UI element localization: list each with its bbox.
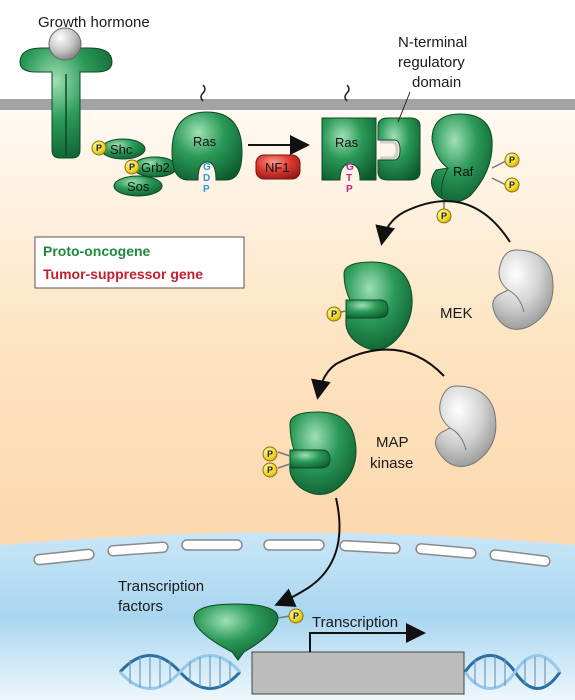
legend-proto-oncogene: Proto-oncogene bbox=[43, 243, 151, 259]
sos-label: Sos bbox=[127, 179, 150, 194]
transcription-label: Transcription bbox=[312, 614, 398, 631]
legend-box bbox=[34, 236, 245, 289]
raf-to-mek-arrow bbox=[375, 200, 511, 246]
gdp-letter-d: D bbox=[203, 173, 210, 184]
grb2-label: Grb2 bbox=[141, 160, 170, 175]
ras-right-label: Ras bbox=[335, 135, 359, 150]
raf-kinase bbox=[431, 113, 493, 203]
phosphate-group: P bbox=[504, 152, 520, 168]
mek-protein bbox=[343, 261, 413, 351]
raf-n-terminal-domain bbox=[377, 117, 421, 181]
ras-left-label: Ras bbox=[193, 134, 217, 149]
mek-label: MEK bbox=[440, 305, 473, 322]
ras-lipid-anchor bbox=[200, 84, 206, 102]
transcription-factor-protein bbox=[193, 603, 279, 661]
map-kinase-protein bbox=[289, 411, 357, 495]
ras-gtp-lipid-anchor bbox=[344, 84, 350, 102]
nf1-protein bbox=[255, 154, 301, 180]
plasma-membrane bbox=[0, 99, 575, 110]
phosphate-group: P bbox=[262, 462, 278, 478]
phosphate-group: P bbox=[124, 159, 140, 175]
legend-tumor-suppressor: Tumor-suppressor gene bbox=[43, 266, 203, 282]
transcription-start-arrow bbox=[309, 623, 426, 652]
svg-text:P: P bbox=[293, 611, 299, 621]
transcription-factors-label-line1: Transcription bbox=[118, 578, 204, 595]
gdp-letter-p: P bbox=[203, 184, 210, 195]
mek-to-map-kinase-arrow bbox=[311, 348, 445, 400]
gene-promoter-region bbox=[251, 651, 465, 695]
phosphate-group: P bbox=[288, 608, 304, 624]
n-terminal-label-line3: domain bbox=[412, 74, 461, 91]
growth-hormone-label: Growth hormone bbox=[38, 14, 150, 31]
phosphate-group: P bbox=[326, 306, 342, 322]
svg-text:P: P bbox=[267, 465, 273, 475]
ras-gdp-protein bbox=[171, 111, 243, 181]
phosphate-group: P bbox=[436, 208, 452, 224]
sos-protein bbox=[113, 175, 163, 197]
inactive-map-kinase bbox=[435, 385, 497, 467]
growth-hormone-ligand bbox=[48, 27, 82, 61]
phosphate-group: P bbox=[91, 140, 107, 156]
map-kinase-label-line2: kinase bbox=[370, 455, 413, 472]
n-terminal-label-line1: N-terminal bbox=[398, 34, 467, 51]
growth-hormone-receptor bbox=[19, 47, 113, 159]
svg-text:P: P bbox=[267, 449, 273, 459]
n-terminal-label-line2: regulatory bbox=[398, 54, 465, 71]
phosphate-group: P bbox=[262, 446, 278, 462]
svg-text:P: P bbox=[509, 180, 515, 190]
map-kinase-label-line1: MAP bbox=[376, 434, 409, 451]
gtp-letter-t: T bbox=[346, 173, 352, 184]
svg-text:P: P bbox=[441, 211, 447, 221]
svg-text:P: P bbox=[129, 162, 135, 172]
phosphate-group: P bbox=[504, 177, 520, 193]
dna-double-helix bbox=[118, 654, 562, 690]
nuclear-envelope bbox=[33, 539, 551, 567]
svg-text:P: P bbox=[509, 155, 515, 165]
gtp-letter-g: G bbox=[346, 162, 354, 173]
raf-label: Raf bbox=[453, 164, 474, 179]
gdp-letter-g: G bbox=[203, 162, 211, 173]
inactive-mek bbox=[492, 249, 554, 330]
shc-label: Shc bbox=[110, 142, 133, 157]
nf1-label: NF1 bbox=[265, 160, 290, 175]
map-kinase-to-nucleus-arrow bbox=[274, 497, 341, 607]
n-terminal-pointer bbox=[397, 91, 411, 123]
gtp-letter-p: P bbox=[346, 184, 353, 195]
ras-raf-binding-site bbox=[380, 140, 399, 160]
ras-gtp-protein bbox=[321, 117, 377, 181]
transcription-factors-label-line2: factors bbox=[118, 598, 163, 615]
svg-text:P: P bbox=[331, 309, 337, 319]
svg-text:P: P bbox=[96, 143, 102, 153]
